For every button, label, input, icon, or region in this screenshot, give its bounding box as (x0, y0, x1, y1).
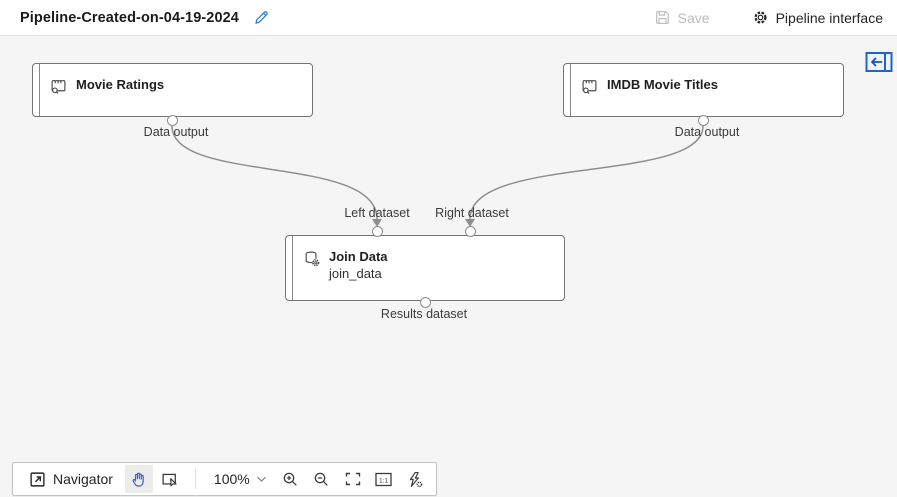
port-label-movie-ratings-output: Data output (143, 125, 209, 139)
input-port-right-dataset[interactable] (464, 225, 476, 237)
pipeline-interface-label: Pipeline interface (775, 9, 883, 26)
save-icon (654, 9, 671, 26)
expand-panel-button[interactable] (864, 50, 894, 74)
node-movie-ratings[interactable]: Movie Ratings (32, 63, 313, 117)
zoom-in-icon (282, 471, 299, 488)
port-label-imdb-output: Data output (674, 125, 740, 139)
node-title: Movie Ratings (76, 77, 165, 92)
node-title: Join Data (329, 249, 388, 264)
toolbar-divider (194, 469, 196, 489)
output-port-results-dataset[interactable] (419, 296, 431, 308)
connector-edge-right[interactable] (469, 125, 704, 220)
join-data-icon (303, 250, 320, 267)
port-label-left-dataset: Left dataset (344, 206, 410, 220)
pan-tool-button[interactable] (124, 465, 153, 493)
zoom-level-dropdown[interactable]: 100% (207, 465, 274, 493)
topbar-actions: Save Pipeline interface (654, 9, 887, 26)
output-port-movie-ratings[interactable] (166, 114, 178, 126)
canvas-toolbar: Navigator 100% (12, 462, 437, 496)
pencil-icon (253, 9, 270, 26)
auto-layout-button[interactable] (401, 465, 429, 493)
pan-hand-icon (130, 471, 147, 488)
save-button[interactable]: Save (654, 9, 710, 26)
select-tool-button[interactable] (156, 465, 184, 493)
chevron-down-icon (256, 475, 267, 483)
zoom-out-icon (313, 471, 330, 488)
port-label-results-dataset: Results dataset (380, 307, 468, 321)
navigator-icon (29, 471, 46, 488)
zoom-out-button[interactable] (308, 465, 336, 493)
node-join-data[interactable]: Join Data join_data (285, 235, 565, 301)
navigator-label: Navigator (53, 471, 113, 487)
save-label: Save (677, 9, 710, 26)
collapse-panel-icon (865, 51, 893, 73)
pipeline-title: Pipeline-Created-on-04-19-2024 (20, 9, 239, 26)
connector-edge-left[interactable] (171, 125, 378, 220)
edit-title-button[interactable] (251, 7, 273, 29)
node-imdb-movie-titles[interactable]: IMDB Movie Titles (563, 63, 844, 117)
navigator-button[interactable]: Navigator (20, 465, 122, 493)
port-label-right-dataset: Right dataset (435, 206, 509, 220)
node-title: IMDB Movie Titles (607, 77, 719, 92)
connector-arrow-right (465, 219, 475, 227)
fit-to-screen-button[interactable] (339, 465, 367, 493)
connector-arrow-left (372, 219, 382, 227)
actual-size-button[interactable]: 1:1 (370, 465, 398, 493)
gear-icon (752, 9, 769, 26)
node-subtitle: join_data (329, 266, 382, 281)
svg-text:1:1: 1:1 (379, 477, 388, 484)
top-bar: Pipeline-Created-on-04-19-2024 Save (0, 0, 897, 36)
edge-layer (171, 125, 704, 227)
output-port-imdb[interactable] (697, 114, 709, 126)
fit-to-screen-icon (344, 471, 362, 487)
dataset-icon (581, 78, 598, 95)
zoom-in-button[interactable] (277, 465, 305, 493)
dataset-icon (50, 78, 67, 95)
zoom-level-value: 100% (213, 471, 250, 487)
pipeline-canvas[interactable]: Movie Ratings Data output IMDB Movie Tit… (0, 36, 897, 497)
select-pointer-icon (161, 471, 179, 488)
auto-layout-icon (406, 471, 423, 488)
input-port-left-dataset[interactable] (371, 225, 383, 237)
pipeline-interface-button[interactable]: Pipeline interface (752, 9, 883, 26)
actual-size-icon: 1:1 (374, 471, 393, 488)
